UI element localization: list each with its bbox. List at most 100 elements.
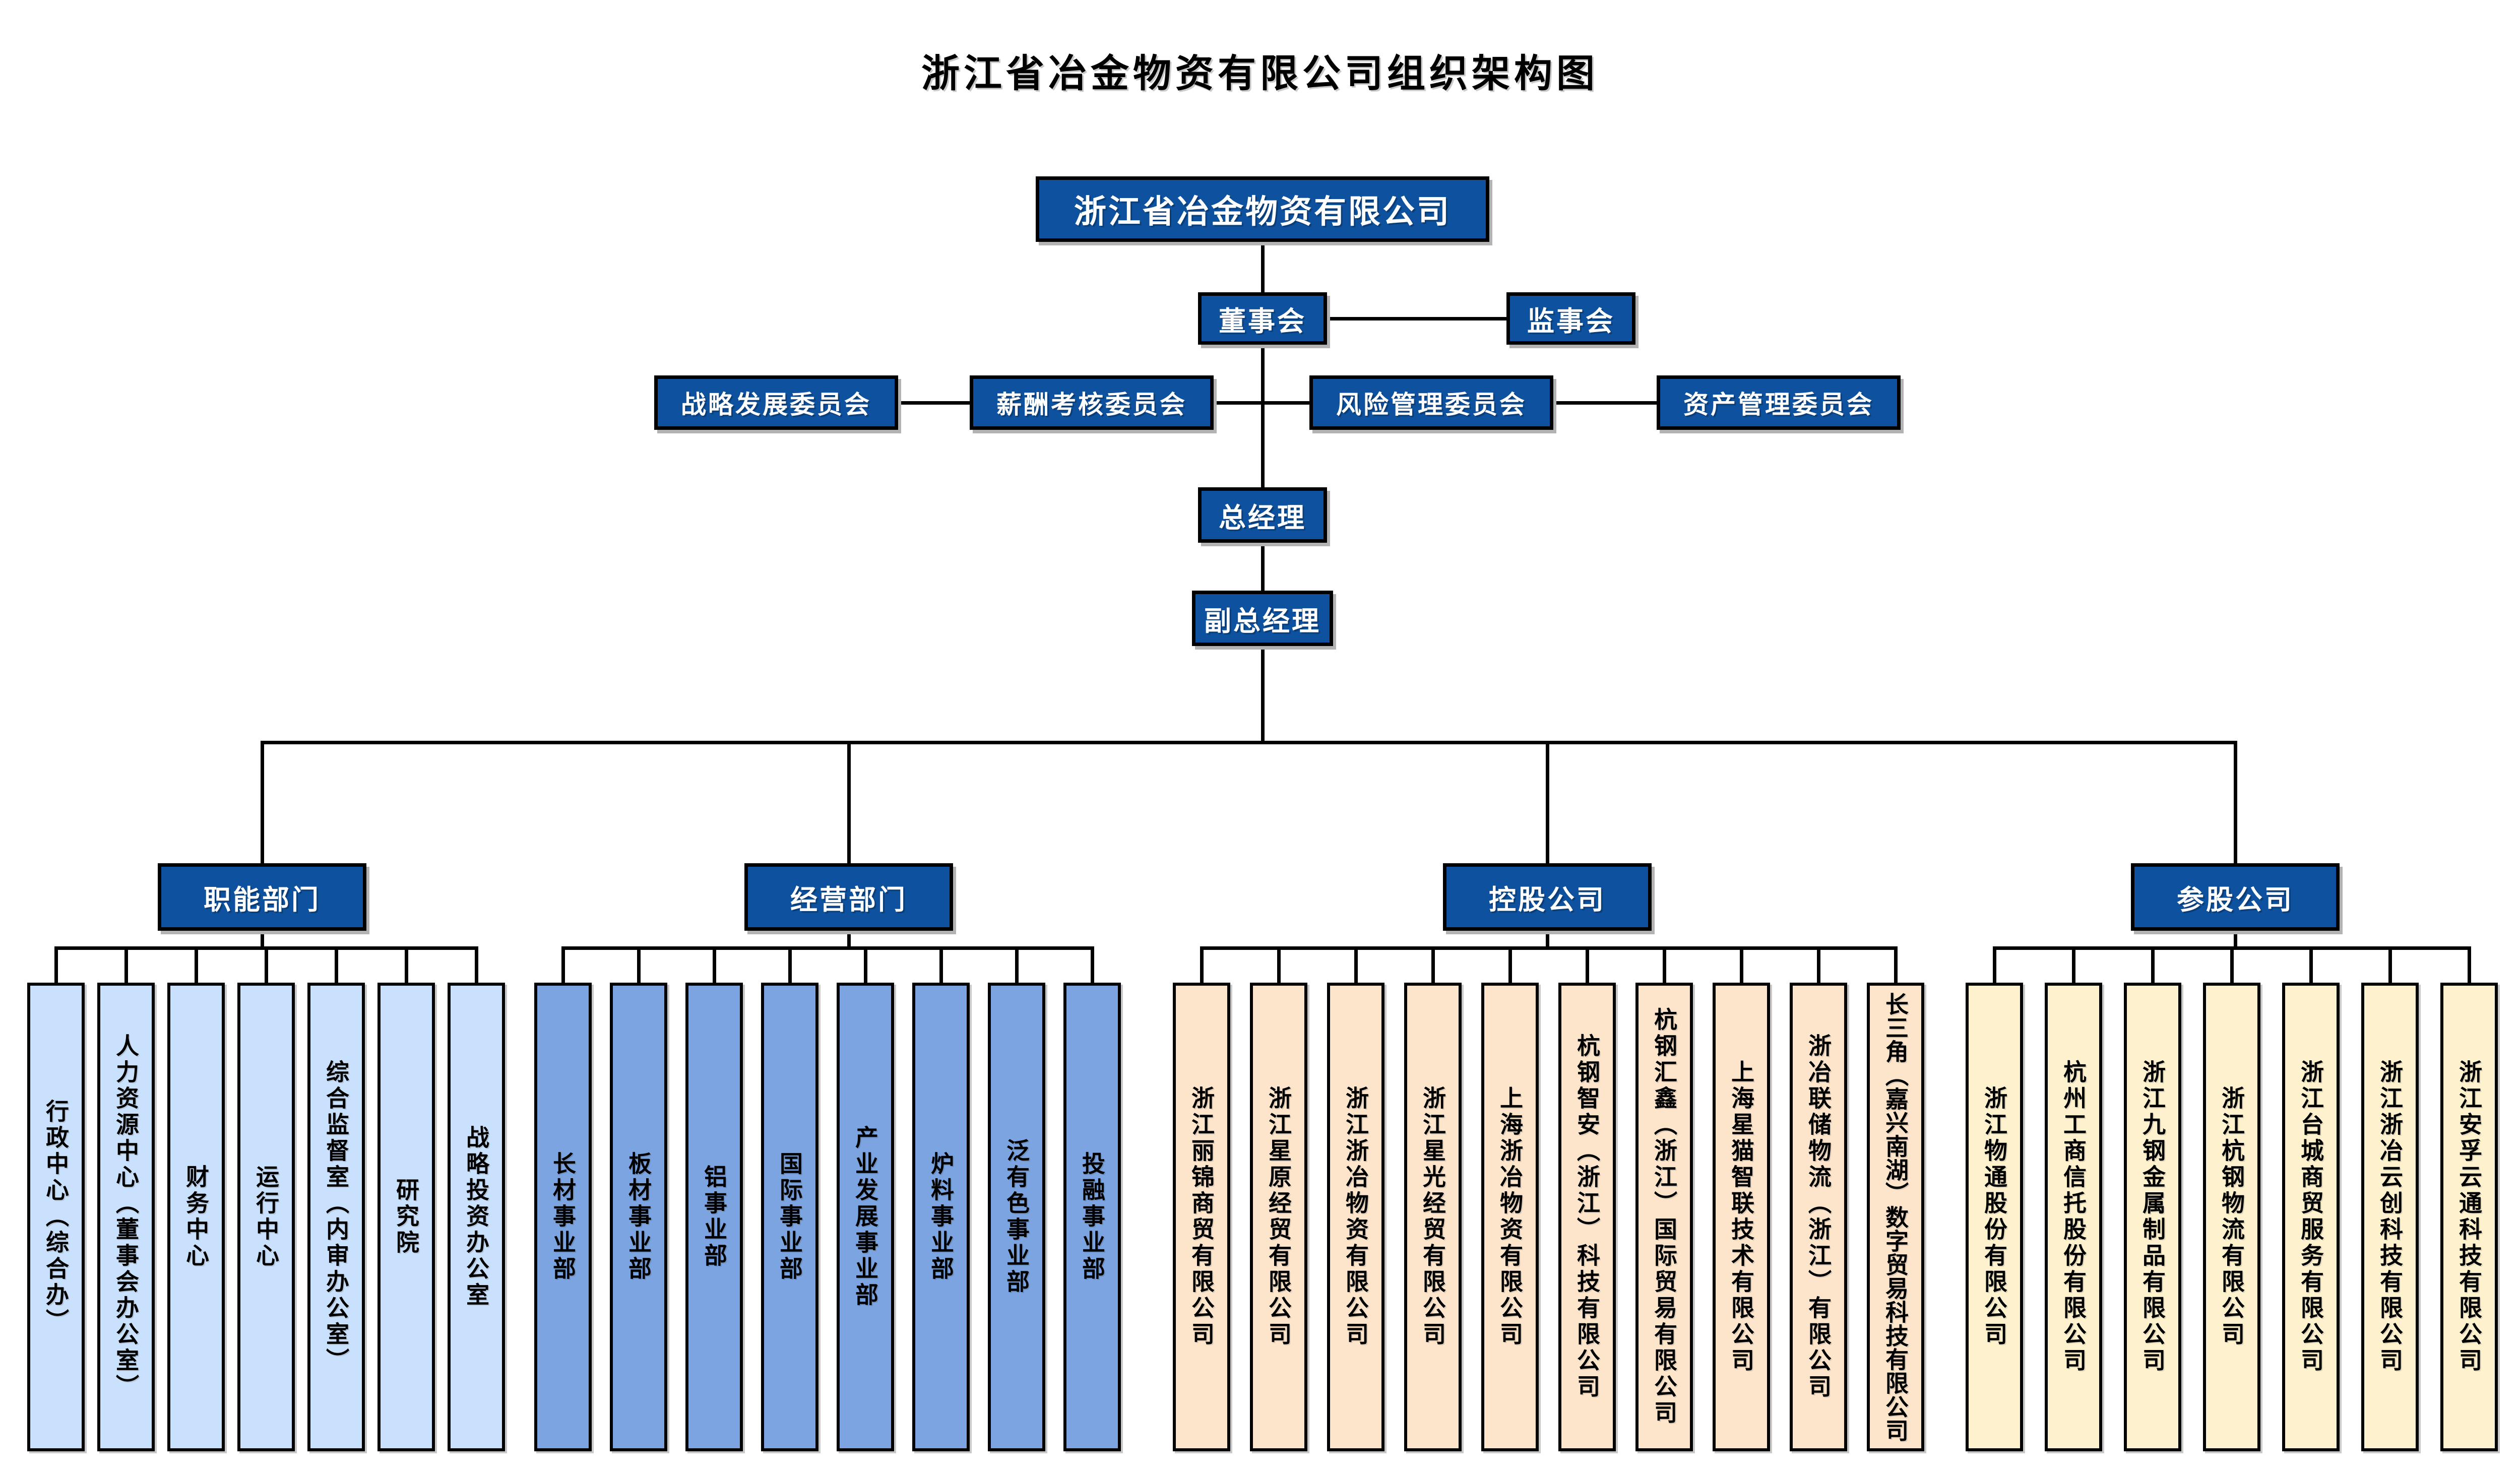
- leaf-label: 浙江浙冶云创科技有限公司: [2377, 1060, 2403, 1374]
- leaf-node-functional-3: 运行中心: [237, 983, 295, 1451]
- leaf-node-invested-3: 浙江杭钢物流有限公司: [2203, 983, 2260, 1451]
- deputy-general-manager-node: 副总经理: [1192, 591, 1333, 646]
- connector-line: [561, 948, 565, 986]
- branch-header-invested: 参股公司: [2131, 863, 2340, 931]
- leaf-label: 浙江星原经贸有限公司: [1266, 1086, 1292, 1348]
- connector-line: [124, 948, 128, 986]
- leaf-node-business-4: 产业发展事业部: [837, 983, 894, 1451]
- leaf-label: 人力资源中心（董事会办公室）: [113, 1034, 139, 1400]
- leaf-label: 国际事业部: [777, 1151, 803, 1282]
- general-manager-node: 总经理: [1198, 487, 1327, 543]
- leaf-label: 泛有色事业部: [1003, 1138, 1030, 1296]
- connector-line: [2151, 948, 2155, 986]
- connector-line: [334, 948, 338, 986]
- connector-line: [1200, 946, 1898, 950]
- connector-line: [1354, 948, 1358, 986]
- connector-line: [2071, 948, 2075, 986]
- chart-title: 浙江省冶金物资有限公司组织架构图: [921, 52, 1599, 95]
- connector-line: [2388, 948, 2392, 986]
- leaf-label: 浙江杭钢物流有限公司: [2219, 1086, 2245, 1348]
- connector-line: [1508, 948, 1512, 986]
- leaf-label: 铝事业部: [701, 1165, 727, 1269]
- connector-line: [1015, 948, 1019, 986]
- leaf-label: 长三角（嘉兴南湖）数字贸易科技有限公司: [1882, 992, 1909, 1442]
- connector-line: [1090, 948, 1094, 986]
- leaf-label: 浙江台城商贸服务有限公司: [2298, 1060, 2324, 1374]
- leaf-node-holding-9: 长三角（嘉兴南湖）数字贸易科技有限公司: [1867, 983, 1924, 1451]
- leaf-node-holding-8: 浙冶联储物流（浙江）有限公司: [1790, 983, 1847, 1451]
- connector-line: [712, 948, 716, 986]
- committee-node-3: 资产管理委员会: [1657, 375, 1901, 430]
- connector-line: [474, 948, 478, 986]
- connector-line: [939, 948, 943, 986]
- leaf-node-invested-6: 浙江安孚云通科技有限公司: [2440, 983, 2498, 1451]
- leaf-node-invested-5: 浙江浙冶云创科技有限公司: [2361, 983, 2419, 1451]
- leaf-node-functional-2: 财务中心: [167, 983, 225, 1451]
- connector-line: [788, 948, 792, 986]
- leaf-label: 杭钢智安（浙江）科技有限公司: [1574, 1034, 1600, 1400]
- connector-line: [260, 740, 2237, 744]
- connector-line: [863, 948, 867, 986]
- leaf-label: 运行中心: [253, 1165, 279, 1269]
- committee-node-2: 风险管理委员会: [1309, 375, 1553, 430]
- connector-line: [1545, 742, 1549, 863]
- leaf-node-functional-5: 研究院: [377, 983, 435, 1451]
- connector-line: [2233, 931, 2237, 948]
- leaf-node-holding-5: 杭钢智安（浙江）科技有限公司: [1558, 983, 1616, 1451]
- leaf-label: 研究院: [393, 1178, 419, 1256]
- connector-line: [264, 948, 268, 986]
- connector-line: [404, 948, 408, 986]
- leaf-node-invested-1: 杭州工商信托股份有限公司: [2045, 983, 2102, 1451]
- connector-line: [774, 401, 1781, 405]
- leaf-node-business-1: 板材事业部: [610, 983, 667, 1451]
- leaf-node-business-5: 炉料事业部: [912, 983, 970, 1451]
- leaf-label: 浙江星光经贸有限公司: [1420, 1086, 1446, 1348]
- connector-line: [847, 931, 851, 948]
- connector-line: [637, 948, 641, 986]
- connector-line: [1992, 948, 1996, 986]
- leaf-node-holding-7: 上海星猫智联技术有限公司: [1713, 983, 1770, 1451]
- leaf-node-holding-1: 浙江星原经贸有限公司: [1250, 983, 1307, 1451]
- connector-line: [1739, 948, 1743, 986]
- leaf-node-invested-4: 浙江台城商贸服务有限公司: [2282, 983, 2340, 1451]
- connector-line: [2309, 948, 2313, 986]
- leaf-label: 浙江安孚云通科技有限公司: [2456, 1060, 2482, 1374]
- leaf-label: 上海星猫智联技术有限公司: [1728, 1060, 1754, 1374]
- leaf-label: 上海浙冶物资有限公司: [1497, 1086, 1523, 1348]
- leaf-node-functional-6: 战略投资办公室: [448, 983, 505, 1451]
- branch-header-business: 经营部门: [744, 863, 953, 931]
- leaf-label: 投融事业部: [1079, 1151, 1105, 1282]
- connector-line: [847, 742, 851, 863]
- leaf-node-holding-4: 上海浙冶物资有限公司: [1481, 983, 1539, 1451]
- connector-line: [2467, 948, 2471, 986]
- connector-line: [2230, 948, 2234, 986]
- connector-line: [1200, 948, 1204, 986]
- connector-line: [194, 948, 198, 986]
- leaf-node-business-0: 长材事业部: [534, 983, 592, 1451]
- leaf-label: 杭州工商信托股份有限公司: [2060, 1060, 2087, 1374]
- branch-header-holding: 控股公司: [1443, 863, 1652, 931]
- leaf-node-functional-0: 行政中心（综合办）: [27, 983, 85, 1451]
- leaf-node-business-7: 投融事业部: [1063, 983, 1121, 1451]
- supervisory-board-node: 监事会: [1506, 292, 1635, 345]
- connector-line: [1261, 543, 1265, 591]
- connector-line: [1816, 948, 1820, 986]
- connector-line: [260, 931, 264, 948]
- branch-header-functional: 职能部门: [158, 863, 366, 931]
- leaf-node-holding-3: 浙江星光经贸有限公司: [1404, 983, 1462, 1451]
- leaf-node-functional-4: 综合监督室（内审办公室）: [307, 983, 365, 1451]
- connector-line: [1894, 948, 1898, 986]
- leaf-node-holding-2: 浙江浙冶物资有限公司: [1327, 983, 1384, 1451]
- connector-line: [260, 742, 264, 863]
- root-node: 浙江省冶金物资有限公司: [1036, 176, 1489, 242]
- leaf-label: 浙江丽锦商贸有限公司: [1188, 1086, 1215, 1348]
- leaf-node-business-6: 泛有色事业部: [988, 983, 1045, 1451]
- leaf-label: 炉料事业部: [928, 1151, 954, 1282]
- leaf-label: 产业发展事业部: [852, 1125, 878, 1309]
- connector-line: [1662, 948, 1666, 986]
- committee-node-0: 战略发展委员会: [654, 375, 898, 430]
- leaf-label: 板材事业部: [625, 1151, 652, 1282]
- connector-line: [1261, 242, 1265, 292]
- connector-line: [1277, 948, 1281, 986]
